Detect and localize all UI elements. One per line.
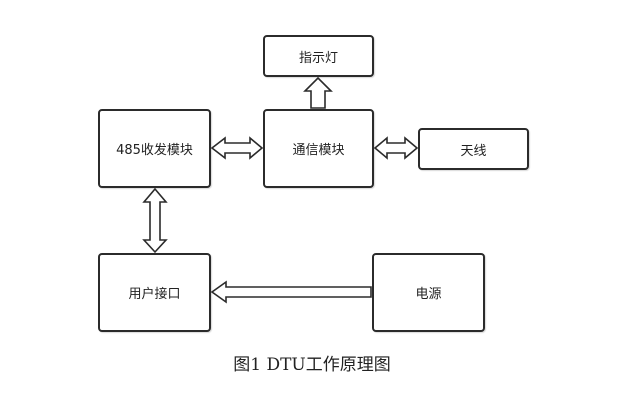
arrow-comm-to-indicator [303,76,333,109]
communication-module-node: 通信模块 [263,109,374,188]
power-supply-node: 电源 [372,253,485,332]
arrow-comm-antenna [373,136,419,160]
arrow-rs485-comm [210,136,264,160]
arrow-power-to-userport [210,280,372,304]
power-supply-label: 电源 [415,287,442,302]
antenna-node: 天线 [418,128,529,170]
arrow-rs485-userport [142,187,168,254]
rs485-module-label: 485收发模块 [116,143,193,158]
indicator-light-label: 指示灯 [298,50,338,66]
antenna-label: 天线 [460,143,487,159]
user-interface-node: 用户接口 [98,253,211,332]
figure-caption: 图1 DTU工作原理图 [233,355,391,375]
user-interface-label: 用户接口 [128,287,181,302]
rs485-module-node: 485收发模块 [98,109,211,188]
indicator-light-node: 指示灯 [263,35,374,77]
communication-module-label: 通信模块 [292,143,345,158]
